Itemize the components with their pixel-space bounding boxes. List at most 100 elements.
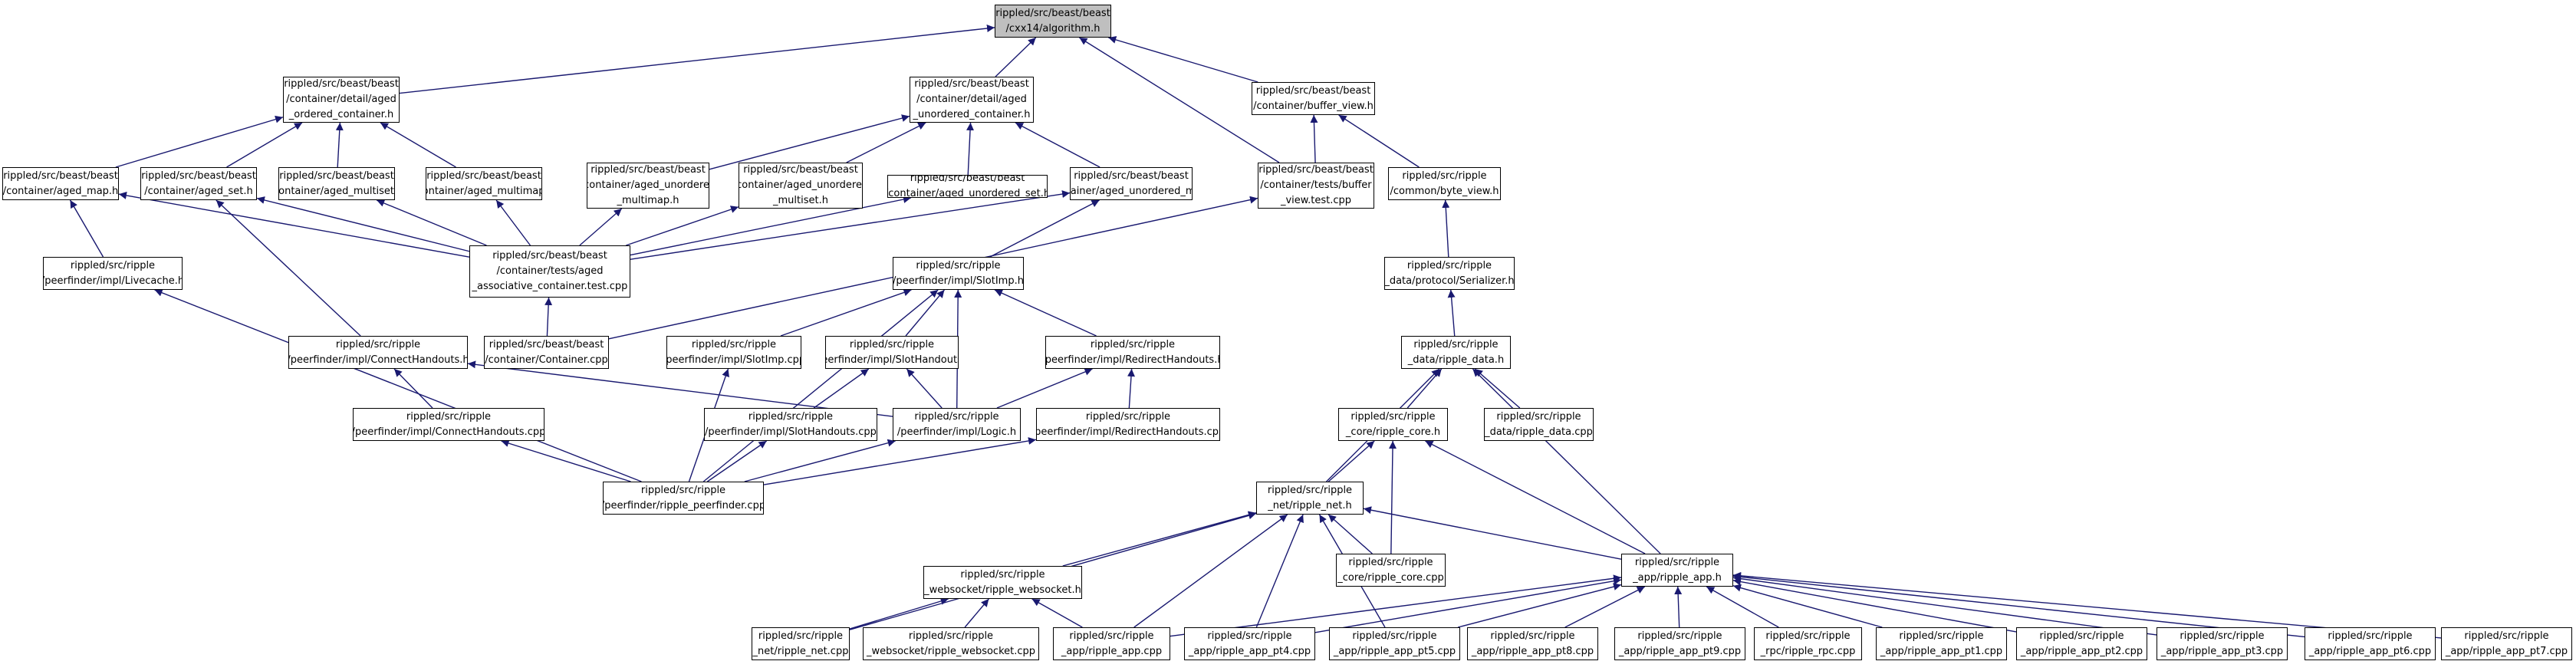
node-aged-ordered[interactable]: rippled/src/beast/beast/container/detail… [283,77,400,123]
node-ripple-app-pt1[interactable]: rippled/src/ripple_app/ripple_app_pt1.cp… [1876,627,2007,660]
node-label-line: /peerfinder/impl/ConnectHandouts.h [288,354,468,366]
node-label-line: _app/ripple_app.h [1633,571,1722,584]
node-aged-unordered-multimap[interactable]: rippled/src/beast/beast/container/aged_u… [587,163,709,209]
node-label-line: rippled/src/beast/beast [1255,84,1371,97]
node-label-line: rippled/src/ripple [1348,556,1433,568]
node-label-line: rippled/src/ripple [1899,630,1984,642]
node-ripple-app-pt7[interactable]: rippled/src/ripple_app/ripple_app_pt7.cp… [2441,627,2572,660]
node-label-line: _app/ripple_app_pt2.cpp [2020,645,2143,657]
node-aged-assoc-test[interactable]: rippled/src/beast/beast/container/tests/… [469,245,630,298]
node-label-line: rippled/src/ripple [916,259,1001,271]
node-ripple-app-pt3[interactable]: rippled/src/ripple _app/ripple_app_pt3.cp… [2157,627,2288,660]
edge-aged-multiset-to-aged-ordered [335,122,344,168]
node-label-line: _app/ripple_app.cpp [1061,645,1163,657]
node-ripple-data-h[interactable]: rippled/src/ripple_data/ripple_data.h [1401,336,1511,369]
node-label-line: /peerfinder/ripple_peerfinder.cpp [603,499,764,511]
node-ripple-peerfinder-cpp[interactable]: rippled/src/ripple/peerfinder/ripple_pee… [603,482,764,515]
node-label-line: rippled/src/beast/beast [492,250,607,261]
node-connect-handouts-cpp[interactable]: rippled/src/ripple/peerfinder/impl/Conne… [353,408,544,441]
node-label-line: /container/aged_unordered [587,179,709,191]
node-label-line: rippled/src/ripple [2180,630,2265,642]
edge-aged-assoc-test-to-aged-multimap [495,199,531,246]
node-slot-handouts-h[interactable]: rippled/src/ripple/peerfinder/impl/SlotH… [825,336,959,369]
edge-ripple-peerfinder-cpp-to-slotimp-h [702,289,939,482]
node-slotimp-cpp[interactable]: rippled/src/ripple/peerfinder/impl/SlotI… [666,336,801,369]
node-ripple-app-cpp[interactable]: rippled/src/ripple_app/ripple_app.cpp [1053,627,1170,660]
node-ripple-net-h[interactable]: rippled/src/ripple_net/ripple_net.h [1256,482,1364,515]
node-label-line: _net/ripple_net.h [1268,499,1352,511]
node-label-line: /container/aged_unordered [739,179,863,191]
node-label-line: /container/detail/aged [916,94,1027,105]
node-ripple-websocket-cpp[interactable]: rippled/src/ripple_websocket/ripple_webs… [863,627,1039,660]
node-ripple-core-h[interactable]: rippled/src/ripple_core/ripple_core.h [1338,408,1448,441]
node-aged-unordered[interactable]: rippled/src/beast/beast/container/detail… [910,77,1034,123]
node-label-line: rippled/src/ripple [691,338,777,350]
node-aged-map[interactable]: rippled/src/beast/beast/container/aged_m… [2,167,119,200]
node-common-byte-view[interactable]: rippled/src/ripple/common/byte_view.h [1388,167,1501,200]
node-ripple-app-pt9[interactable]: rippled/src/ripple _app/ripple_app_pt9.cp… [1614,627,1745,660]
node-label-line: /peerfinder/impl/SlotHandouts.cpp [705,426,877,438]
node-ripple-app-pt4[interactable]: rippled/src/ripple_app/ripple_app_pt4.cp… [1184,627,1315,660]
node-slot-handouts-cpp[interactable]: rippled/src/ripple/peerfinder/impl/SlotH… [704,408,877,441]
node-aged-unordered-multiset[interactable]: rippled/src/beast/beast/container/aged_u… [739,163,863,209]
node-ripple-websocket-h[interactable]: rippled/src/ripple _websocket/ripple_webs… [923,566,1082,599]
edge-ripple-app-pt4-to-ripple-net-h [1255,514,1304,628]
node-livecache[interactable]: rippled/src/ripple/peerfinder/impl/Livec… [43,257,183,290]
edge-aged-assoc-test-to-aged-multiset [376,199,487,246]
node-label-line: rippled/src/ripple [1637,630,1722,642]
node-label-line: rippled/src/beast/beast [284,78,399,90]
node-ripple-app-pt2[interactable]: rippled/src/ripple_app/ripple_app_pt2.cp… [2016,627,2147,660]
node-aged-multimap[interactable]: rippled/src/beast/beast/container/aged_m… [426,167,542,200]
node-label-line: _websocket/ripple_websocket.h [924,584,1081,596]
edge-ripple-peerfinder-cpp-to-logic-h [744,439,896,482]
node-label-line: rippled/src/ripple [914,410,999,423]
node-redirect-handouts-h[interactable]: rippled/src/ripple/peerfinder/impl/Redir… [1045,336,1220,369]
node-label-line: rippled/src/beast/beast [914,78,1029,90]
node-buffer-view-test[interactable]: rippled/src/beast/beast/container/tests/… [1258,163,1374,209]
node-ripple-net-cpp[interactable]: rippled/src/ripple_net/ripple_net.cpp [752,627,850,660]
node-label-line: rippled/src/ripple [1351,410,1436,423]
edge-ripple-app-pt8-to-ripple-app-h [1564,586,1646,628]
node-connect-handouts-h[interactable]: rippled/src/ripple/peerfinder/impl/Conne… [288,336,468,369]
node-ripple-app-pt5[interactable]: rippled/src/ripple_app/ripple_app_pt5.cp… [1329,627,1460,660]
node-aged-set[interactable]: rippled/src/beast/beast/container/aged_s… [140,167,257,200]
edge-ripple-app-cpp-to-ripple-net-h [1133,514,1288,628]
node-aged-unordered-map[interactable]: rippled/src/beast/beast/container/aged_u… [1070,167,1193,200]
edge-ripple-data-cpp-to-ripple-data-h [1474,368,1521,409]
node-label-line: /peerfinder/impl/ConnectHandouts.cpp [353,426,544,438]
node-redirect-handouts-cpp[interactable]: rippled/src/ripple/peerfinder/impl/Redir… [1036,408,1220,441]
node-ripple-app-pt8[interactable]: rippled/src/ripple_app/ripple_app_pt8.cp… [1467,627,1598,660]
edge-ripple-app-pt6-to-ripple-app-h [1732,573,2305,638]
node-ripple-core-cpp[interactable]: rippled/src/ripple_core/ripple_core.cpp [1336,554,1446,587]
node-label-line: rippled/src/ripple [1402,169,1487,182]
edge-connect-handouts-h-to-aged-set [215,199,361,337]
node-label-line: rippled/src/ripple [1496,410,1581,423]
node-label-line: /container/aged_unordered_map.h [1070,185,1193,197]
node-aged-unordered-set[interactable]: rippled/src/beast/beast/container/aged_u… [887,175,1048,198]
node-ripple-app-h[interactable]: rippled/src/ripple_app/ripple_app.h [1621,554,1733,587]
node-label-line: _app/ripple_app_pt9.cpp [1618,645,1742,657]
edge-aged-assoc-test-to-aged-map [118,191,470,258]
edge-buffer-view-h-to-algorithm [1108,36,1258,83]
node-ripple-app-pt6[interactable]: rippled/src/ripple_app/ripple_app_pt6.cp… [2305,627,2436,660]
node-ripple-rpc-cpp[interactable]: rippled/src/ripple_rpc/ripple_rpc.cpp [1754,627,1862,660]
node-aged-multiset[interactable]: rippled/src/beast/beast/container/aged_m… [278,167,395,200]
node-label-line: rippled/src/beast/beast [1258,164,1374,176]
node-logic-h[interactable]: rippled/src/ripple/peerfinder/impl/Logic… [893,408,1021,441]
node-serializer[interactable]: rippled/src/ripple_data/protocol/Seriali… [1384,257,1515,290]
edge-ripple-peerfinder-cpp-to-slot-handouts-cpp [706,440,768,482]
edge-aged-assoc-test-to-aged-unordered-multimap [579,208,623,246]
node-label-line: /container/aged_set.h [144,185,253,197]
edge-ripple-app-h-to-ripple-data-h [1472,368,1661,554]
node-label-line: _associative_container.test.cpp [472,281,628,292]
node-ripple-data-cpp[interactable]: rippled/src/ripple_data/ripple_data.cpp [1484,408,1594,441]
node-label-line: _app/ripple_app_pt3.cpp [2160,645,2284,657]
node-label-line: rippled/src/ripple [758,630,844,642]
node-container-cpp[interactable]: rippled/src/beast/beast/container/Contai… [484,336,609,369]
node-label-line: rippled/src/ripple [960,568,1045,581]
node-label-line: /container/tests/aged [496,265,604,277]
node-label-line: _app/ripple_app_pt5.cpp [1333,645,1456,657]
node-slotimp-h[interactable]: rippled/src/ripple/peerfinder/impl/SlotI… [893,257,1024,290]
node-buffer-view-h[interactable]: rippled/src/beast/beast/container/buffer… [1252,82,1375,115]
node-algorithm[interactable]: rippled/src/beast/beast/cxx14/algorithm.… [995,5,1111,38]
